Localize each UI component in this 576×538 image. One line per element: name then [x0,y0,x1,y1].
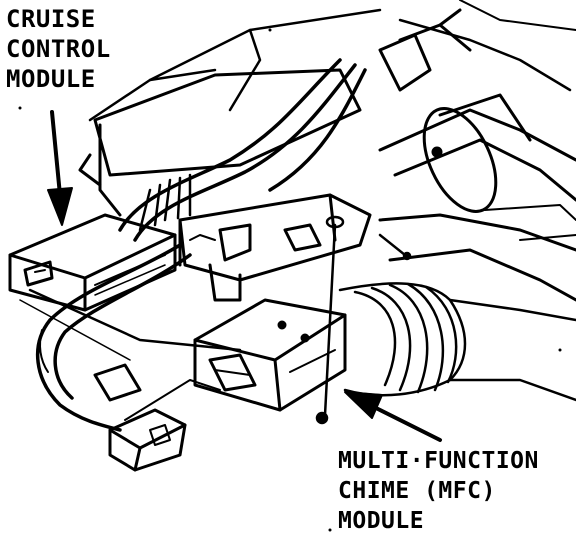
harness-connector [93,363,221,472]
cruise-label-line-3: MODULE [6,65,96,93]
top-right-cable [378,8,472,92]
mfc-label-line-1: MULTI·FUNCTION [338,448,539,474]
wiring-harness-upper [118,58,367,242]
speckles [18,28,562,532]
mfc-label-line-3: MODULE [338,508,425,534]
mfc-module-label: MULTI·FUNCTION CHIME (MFC) MODULE [338,446,539,536]
mounting-bracket [178,193,372,302]
corrugated-boot [338,282,576,402]
mfc-module [193,298,347,412]
cruise-label-line-1: CRUISE [6,5,96,33]
cruise-label-line-2: CONTROL [6,35,111,63]
cruise-control-module-label: CRUISE CONTROL MODULE [6,4,111,94]
upper-trim-panel [78,68,362,217]
mfc-label-line-2: CHIME (MFC) [338,478,496,504]
cruise-arrow [47,110,73,226]
wiring-harness-lower [36,243,192,432]
mfc-arrow [344,391,442,442]
mounting-screw [315,215,412,425]
steering-column [378,93,576,302]
